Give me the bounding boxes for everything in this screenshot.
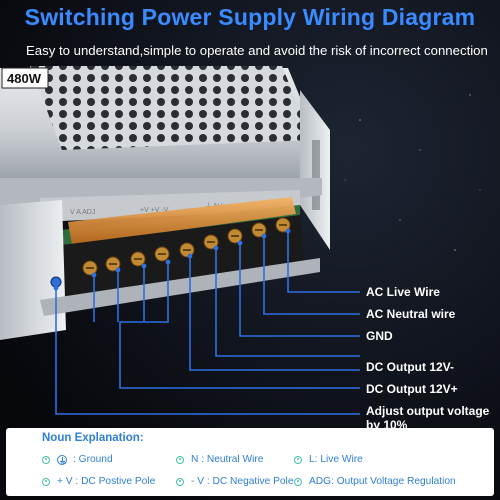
noun-item-neutral: N : Neutral Wire [176, 454, 263, 465]
bullet-icon [294, 477, 302, 486]
bullet-icon [176, 477, 184, 486]
leader-lines [55, 231, 360, 415]
bullet-icon [42, 477, 50, 486]
svg-text:V A ADJ: V A ADJ [70, 209, 95, 216]
svg-text:480W: 480W [7, 71, 42, 86]
noun-explanation-title: Noun Explanation: [42, 432, 144, 444]
svg-text:+V +V -V: +V +V -V [140, 207, 169, 214]
noun-item-adg: ADG: Output Voltage Regulation [294, 476, 456, 487]
label-dc-negative: DC Output 12V- [366, 360, 455, 374]
label-ac-live: AC Live Wire [366, 285, 440, 299]
noun-explanation-panel: Noun Explanation: : Ground N : Neutral W… [6, 428, 494, 496]
noun-item-dc-positive: + V : DC Postive Pole [42, 476, 155, 487]
label-dc-positive: DC Output 12V+ [366, 382, 458, 396]
bullet-icon [42, 455, 50, 464]
diagram-title: Switching Power Supply Wiring Diagram [24, 4, 476, 30]
diagram-subtitle: Easy to understand,simple to operate and… [26, 43, 488, 58]
label-ac-neutral: AC Neutral wire [366, 307, 456, 321]
bullet-icon [176, 455, 184, 464]
noun-item-dc-negative: - V : DC Negative Pole [176, 476, 293, 487]
noun-item-live: L: Live Wire [294, 454, 363, 465]
noun-item-ground: : Ground [42, 454, 113, 465]
bullet-icon [294, 455, 302, 464]
label-gnd: GND [366, 329, 393, 343]
ground-symbol-icon [57, 454, 67, 465]
